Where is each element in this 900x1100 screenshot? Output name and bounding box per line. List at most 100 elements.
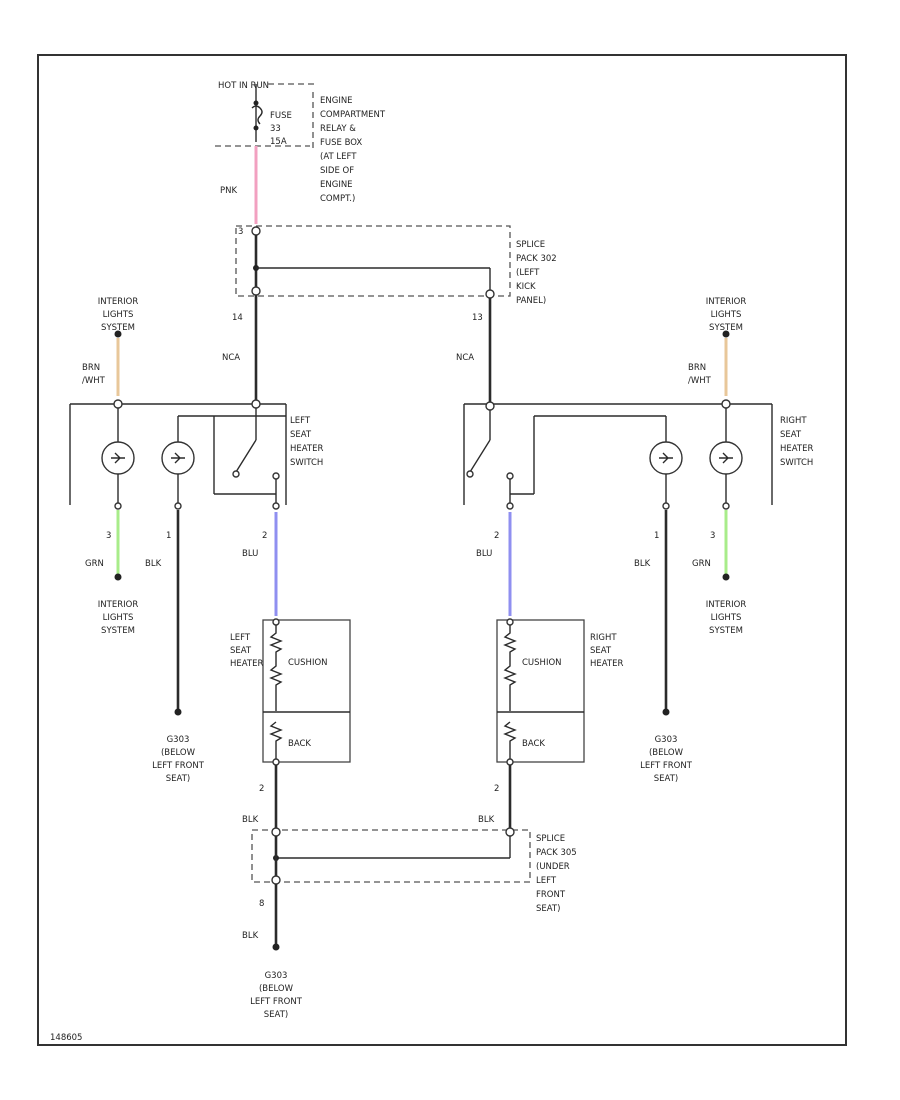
left-grn-label: GRN bbox=[85, 559, 104, 569]
right-ground-0: G303 bbox=[655, 735, 678, 745]
bottom-splice-out-wire: BLK bbox=[242, 931, 259, 941]
right-blu-label: BLU bbox=[476, 549, 492, 559]
fuse-box-line-3: FUSE BOX bbox=[320, 138, 362, 148]
right-interior-bottom-1: LIGHTS bbox=[711, 613, 742, 623]
left-cushion-label: CUSHION bbox=[288, 658, 328, 668]
left-ground-1: (BELOW bbox=[161, 748, 196, 758]
fuse-line-1: 33 bbox=[270, 124, 281, 134]
right-heater-line-0: RIGHT bbox=[590, 633, 617, 643]
bottom-splice-line-4: FRONT bbox=[536, 890, 566, 900]
left-pin-blk: 1 bbox=[166, 531, 171, 541]
bottom-splice-pin-out: 8 bbox=[259, 899, 264, 909]
right-seat-heater: CUSHION BACK RIGHT SEAT HEATER 2 BLK bbox=[478, 618, 623, 828]
diagram-frame bbox=[37, 54, 847, 1046]
left-heater-line-0: LEFT bbox=[230, 633, 251, 643]
right-heater-line-1: SEAT bbox=[590, 646, 612, 656]
left-heater-line-2: HEATER bbox=[230, 659, 263, 669]
fuse-box-line-4: (AT LEFT bbox=[320, 152, 357, 162]
left-brn-label-0: BRN bbox=[82, 363, 100, 373]
top-splice-line-2: (LEFT bbox=[516, 268, 540, 278]
top-splice-line-3: KICK bbox=[516, 282, 536, 292]
right-pin-blk: 1 bbox=[654, 531, 659, 541]
bottom-ground-2: LEFT FRONT bbox=[250, 997, 303, 1007]
left-brn-label-1: /WHT bbox=[82, 376, 106, 386]
fuse-line-2: 15A bbox=[270, 137, 287, 147]
left-feed-wire-label: NCA bbox=[222, 353, 240, 363]
right-brn-label-0: BRN bbox=[688, 363, 706, 373]
right-seat-heater-switch: NCA INTERIOR LIGHTS SYSTEM BRN /WHT bbox=[456, 297, 813, 784]
right-cushion-label: CUSHION bbox=[522, 658, 562, 668]
right-interior-bottom-label: INTERIOR LIGHTS SYSTEM bbox=[706, 600, 747, 636]
right-interior-top-2: SYSTEM bbox=[709, 323, 743, 333]
right-switch-line-3: SWITCH bbox=[780, 458, 813, 468]
left-blu-label: BLU bbox=[242, 549, 258, 559]
pink-wire-label: PNK bbox=[220, 186, 237, 196]
left-switch-line-1: SEAT bbox=[290, 430, 312, 440]
right-switch-line-1: SEAT bbox=[780, 430, 802, 440]
right-interior-bottom-0: INTERIOR bbox=[706, 600, 747, 610]
right-ground-3: SEAT) bbox=[654, 774, 678, 784]
left-pin-blu: 2 bbox=[262, 531, 267, 541]
right-pin-blu: 2 bbox=[494, 531, 499, 541]
left-interior-bottom-1: LIGHTS bbox=[103, 613, 134, 623]
bottom-ground-3: SEAT) bbox=[264, 1010, 288, 1020]
bottom-splice-line-3: LEFT bbox=[536, 876, 557, 886]
fuse-line-0: FUSE bbox=[270, 111, 292, 121]
right-feed-wire-label: NCA bbox=[456, 353, 474, 363]
right-interior-bottom-2: SYSTEM bbox=[709, 626, 743, 636]
right-heater-box bbox=[496, 619, 585, 763]
bottom-splice-line-0: SPLICE bbox=[536, 834, 565, 844]
top-splice-line-4: PANEL) bbox=[516, 296, 546, 306]
right-interior-top-1: LIGHTS bbox=[711, 310, 742, 320]
power-source-label: HOT IN RUN bbox=[218, 81, 269, 91]
left-switch-line-2: HEATER bbox=[290, 444, 323, 454]
top-splice-pin-in: 3 bbox=[238, 227, 243, 237]
top-splice-line-1: PACK 302 bbox=[516, 254, 557, 264]
left-switch-line-0: LEFT bbox=[290, 416, 311, 426]
right-switch-line-0: RIGHT bbox=[780, 416, 807, 426]
bottom-splice-line-2: (UNDER bbox=[536, 862, 570, 872]
left-interior-bottom-0: INTERIOR bbox=[98, 600, 139, 610]
fuse-box-line-7: COMPT.) bbox=[320, 194, 355, 204]
left-out-wire: BLK bbox=[242, 815, 259, 825]
right-ground-2: LEFT FRONT bbox=[640, 761, 693, 771]
left-back-label: BACK bbox=[288, 739, 311, 749]
left-switch-label: LEFT SEAT HEATER SWITCH bbox=[290, 416, 323, 468]
top-splice-pin-right: 13 bbox=[472, 313, 483, 323]
right-interior-top-label: INTERIOR LIGHTS SYSTEM bbox=[706, 297, 747, 333]
fuse-box-label: ENGINE COMPARTMENT RELAY & FUSE BOX (AT … bbox=[320, 96, 386, 204]
right-grn-label: GRN bbox=[692, 559, 711, 569]
bottom-splice-line-1: PACK 305 bbox=[536, 848, 577, 858]
left-heater-label: LEFT SEAT HEATER bbox=[230, 633, 263, 669]
left-ground-3: SEAT) bbox=[166, 774, 190, 784]
bottom-splice-label: SPLICE PACK 305 (UNDER LEFT FRONT SEAT) bbox=[536, 834, 577, 914]
left-switch-line-3: SWITCH bbox=[290, 458, 323, 468]
right-switch-label: RIGHT SEAT HEATER SWITCH bbox=[780, 416, 813, 468]
left-ground-0: G303 bbox=[167, 735, 190, 745]
right-switch-blade bbox=[469, 439, 491, 473]
right-heater-line-2: HEATER bbox=[590, 659, 623, 669]
left-blk-label: BLK bbox=[145, 559, 162, 569]
bottom-ground-label: G303 (BELOW LEFT FRONT SEAT) bbox=[250, 971, 303, 1020]
left-interior-top-2: SYSTEM bbox=[101, 323, 135, 333]
left-interior-top-0: INTERIOR bbox=[98, 297, 139, 307]
bottom-ground-1: (BELOW bbox=[259, 984, 294, 994]
top-splice-label: SPLICE PACK 302 (LEFT KICK PANEL) bbox=[516, 240, 557, 306]
left-pin-out: 2 bbox=[259, 784, 264, 794]
right-ground-1: (BELOW bbox=[649, 748, 684, 758]
left-ground-2: LEFT FRONT bbox=[152, 761, 205, 771]
bottom-ground-0: G303 bbox=[265, 971, 288, 981]
top-splice-line-0: SPLICE bbox=[516, 240, 545, 250]
fuse-box-line-6: ENGINE bbox=[320, 180, 353, 190]
right-interior-top-0: INTERIOR bbox=[706, 297, 747, 307]
top-splice-pack: 3 SPLICE PACK 302 (LEFT KICK PANEL) 14 1… bbox=[232, 225, 557, 404]
fuse-box-line-0: ENGINE bbox=[320, 96, 353, 106]
fuse-box-line-5: SIDE OF bbox=[320, 166, 354, 176]
right-back-label: BACK bbox=[522, 739, 545, 749]
top-splice-pin-left: 14 bbox=[232, 313, 243, 323]
footer-code: 148605 bbox=[50, 1033, 82, 1043]
left-interior-bottom-label: INTERIOR LIGHTS SYSTEM bbox=[98, 600, 139, 636]
right-brn-label-1: /WHT bbox=[688, 376, 712, 386]
left-interior-top-label: INTERIOR LIGHTS SYSTEM bbox=[98, 297, 139, 333]
